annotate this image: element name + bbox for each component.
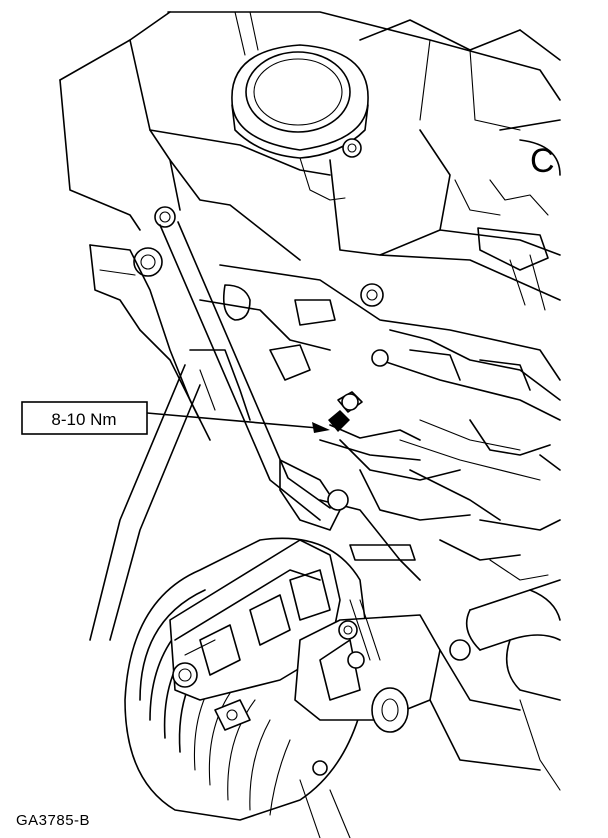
drive-belt [89,364,201,641]
torque-value-label: 8-10 Nm [51,410,116,429]
cylinder-head-outline [59,11,561,261]
dipstick-tube [159,221,331,521]
figure-id: GA3785-B [16,812,91,829]
cam-cover-block: C [329,119,561,311]
coolant-pipe [449,559,561,791]
torque-callout-box [21,401,148,435]
timing-cover [89,244,251,441]
exhaust-manifold [199,264,561,481]
torque-callout-leader [146,412,330,433]
mounting-bracket [279,439,561,581]
sensor-bolt [319,391,421,461]
cover-bolts [133,138,384,307]
oil-filler-cap [231,44,369,201]
svg-text:C: C [530,142,555,180]
torque-callout: 8-10 Nm [21,401,148,435]
lower-bracket [294,599,541,838]
